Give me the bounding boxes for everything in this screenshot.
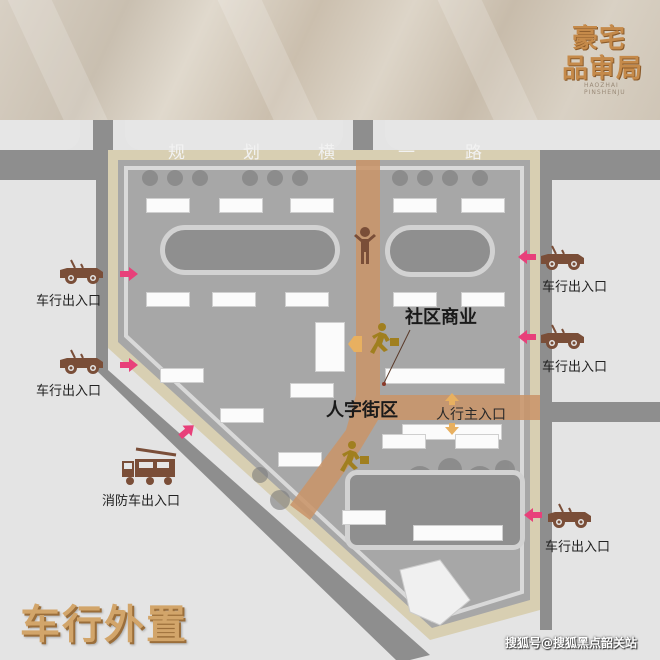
road-right-branch xyxy=(540,402,660,422)
entrance-label: 车行出入口 xyxy=(36,294,102,309)
car-icon xyxy=(541,245,584,270)
entrance-label: 车行出入口 xyxy=(36,384,102,399)
building xyxy=(461,198,505,213)
building xyxy=(413,525,503,541)
road-name-char: 划 xyxy=(243,143,260,163)
building xyxy=(212,292,256,307)
entrance-label: 车行出入口 xyxy=(542,360,608,375)
direction-arrow-icon xyxy=(348,336,362,352)
road-name-char: 规 xyxy=(168,143,185,163)
building xyxy=(385,368,505,384)
entrance-label: 车行出入口 xyxy=(542,280,608,295)
building xyxy=(461,292,505,307)
block xyxy=(385,120,660,150)
road-name-char: 一 xyxy=(398,143,415,163)
logo-line2: 品审局 xyxy=(562,54,644,84)
entrance-arrow-icon xyxy=(518,330,536,344)
road-name-char: 横 xyxy=(318,143,335,163)
building xyxy=(285,292,329,307)
car-icon xyxy=(548,503,591,528)
running-person-icon xyxy=(340,441,369,472)
watermark: 搜狐号@搜狐黑点韶关站 xyxy=(505,636,638,650)
building xyxy=(290,383,334,398)
building xyxy=(220,408,264,423)
building xyxy=(342,510,386,525)
pedestrian-street-label: 人字街区 xyxy=(326,400,398,421)
entrance-arrow-icon xyxy=(178,425,194,440)
road-left xyxy=(96,150,108,370)
building xyxy=(382,434,426,449)
entrance-arrow-icon xyxy=(518,250,536,264)
logo-subtext: HAOZHAI PINSHENJU xyxy=(584,82,626,96)
entrance-label: 车行出入口 xyxy=(545,540,611,555)
car-icon xyxy=(60,349,103,374)
block xyxy=(0,120,80,150)
building xyxy=(146,292,190,307)
building xyxy=(146,198,190,213)
updown-arrow-icon xyxy=(445,393,459,435)
car-icon xyxy=(541,324,584,349)
commercial-building xyxy=(315,322,345,372)
road-name-char: 路 xyxy=(465,143,482,163)
building xyxy=(219,198,263,213)
building xyxy=(455,434,499,449)
building xyxy=(393,292,437,307)
building xyxy=(393,198,437,213)
car-icon xyxy=(60,259,103,284)
building xyxy=(278,452,322,467)
building xyxy=(160,368,204,383)
brand-logo: 豪宅 品审局 HAOZHAI PINSHENJU xyxy=(562,18,652,104)
top-banner: 豪宅 品审局 HAOZHAI PINSHENJU xyxy=(0,0,660,151)
community-commerce-label: 社区商业 xyxy=(405,307,477,328)
pedestrian-icon xyxy=(354,227,376,264)
section-title: 车行外置 xyxy=(20,602,188,648)
entrance-arrow-icon xyxy=(120,267,138,281)
lawn xyxy=(160,225,340,275)
block xyxy=(125,120,343,150)
building xyxy=(290,198,334,213)
pedestrian-entrance-label: 人行主入口 xyxy=(436,407,506,423)
fire-truck-icon xyxy=(122,447,177,485)
running-person-icon xyxy=(370,323,399,354)
entrance-label: 消防车出入口 xyxy=(102,494,181,509)
entrance-arrow-icon xyxy=(524,508,542,522)
road-right xyxy=(540,150,552,630)
lawn xyxy=(385,225,495,277)
entrance-arrow-icon xyxy=(120,358,138,372)
logo-line1: 豪宅 xyxy=(572,24,627,54)
